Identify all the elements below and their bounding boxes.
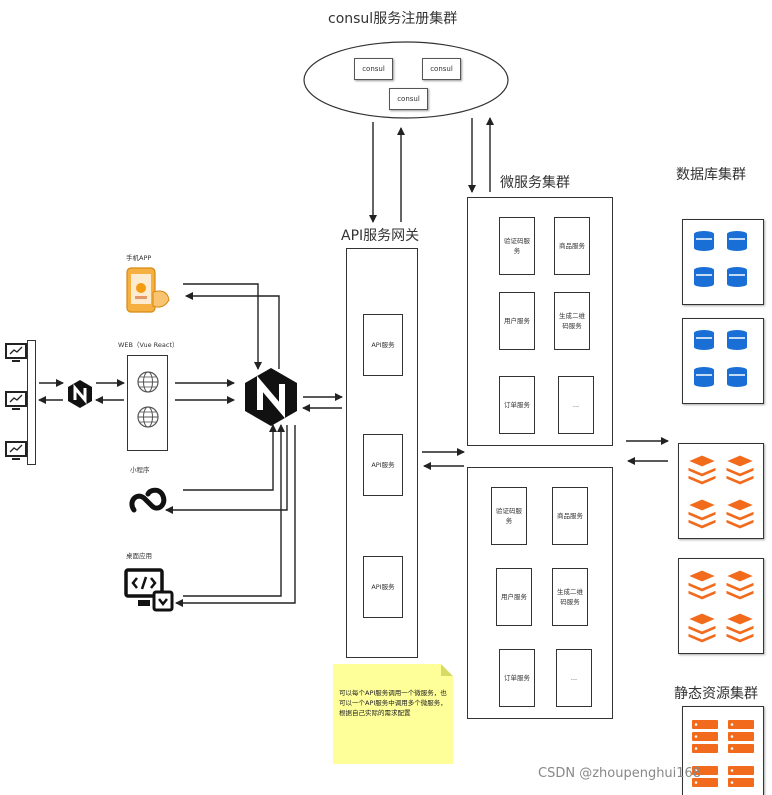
web-browser-box — [127, 355, 168, 451]
desktop-app-icon — [124, 568, 174, 612]
miniprogram-label: 小程序 — [130, 466, 150, 474]
ms1-user: 用户服务 — [499, 292, 535, 350]
server-icons — [692, 720, 754, 787]
database-icons — [694, 231, 747, 387]
ms2-user: 用户服务 — [496, 568, 532, 626]
microservices-title: 微服务集群 — [500, 175, 570, 191]
ms2-more: ... — [556, 649, 592, 707]
globe-icon — [137, 371, 159, 393]
mobile-app-icon — [126, 267, 170, 313]
client-bar — [27, 340, 36, 465]
api-service-box: API服务 — [363, 434, 403, 496]
redis-icons — [686, 454, 756, 644]
app-label: 手机APP — [126, 254, 152, 262]
monitor-icon — [5, 343, 27, 362]
config-note: 可以每个API服务调用一个微服务，也可以一个API服务中调用多个微服务，根据自己… — [333, 664, 453, 764]
consul-node: consul — [389, 88, 428, 110]
ms2-order: 订单服务 — [499, 649, 535, 707]
ms2-product: 商品服务 — [552, 487, 588, 545]
monitor-icon — [5, 391, 27, 410]
note-fold-corner — [441, 664, 453, 676]
nginx-gateway-icon — [245, 368, 297, 426]
ms2-qrcode: 生成二维码服务 — [552, 568, 588, 626]
miniprogram-icon — [129, 487, 167, 513]
database-title: 数据库集群 — [676, 167, 746, 183]
gateway-title: API服务网关 — [341, 228, 420, 244]
api-service-box: API服务 — [363, 556, 403, 618]
consul-node: consul — [422, 58, 461, 80]
api-service-box: API服务 — [363, 314, 403, 376]
desktop-label: 桌面应用 — [126, 552, 152, 560]
ms1-product: 商品服务 — [554, 217, 590, 275]
nginx-small-icon — [68, 380, 92, 408]
ms1-order: 订单服务 — [499, 376, 535, 434]
monitor-icon — [5, 441, 27, 460]
ms1-more: ... — [558, 376, 594, 434]
static-title: 静态资源集群 — [674, 686, 758, 702]
web-label: WEB（Vue React） — [118, 341, 179, 349]
ms1-captcha: 验证码服务 — [499, 217, 535, 275]
csdn-watermark: CSDN @zhoupenghui168 — [538, 766, 702, 781]
consul-node: consul — [354, 58, 393, 80]
globe-icon — [137, 406, 159, 428]
consul-cluster-title: consul服务注册集群 — [328, 11, 458, 27]
ms1-qrcode: 生成二维码服务 — [554, 292, 590, 350]
ms2-captcha: 验证码服务 — [491, 487, 527, 545]
